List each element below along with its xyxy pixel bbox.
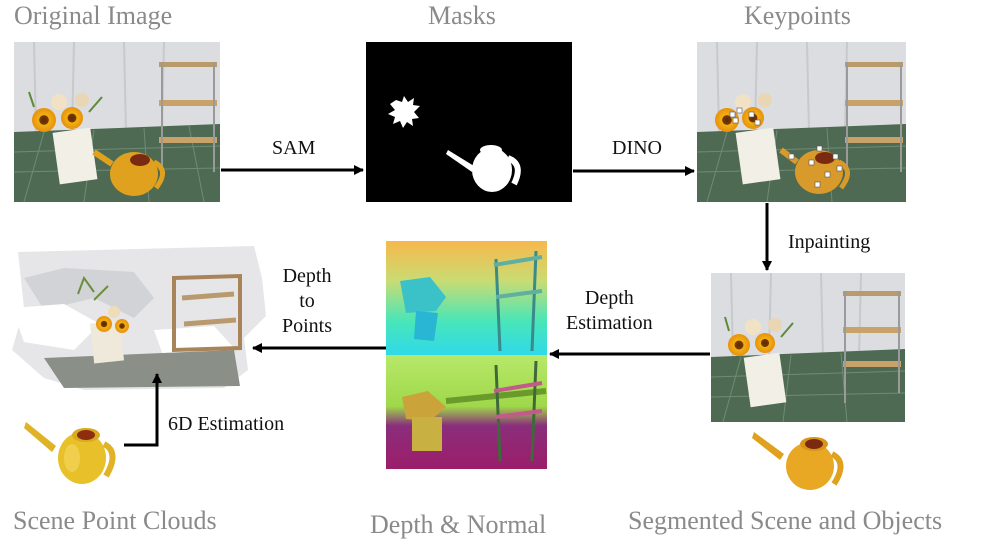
depth-normal-panel xyxy=(386,241,547,469)
label-inpainting: Inpainting xyxy=(788,231,871,253)
caption-segmented-scene-objects: Segmented Scene and Objects xyxy=(628,506,943,535)
caption-keypoints: Keypoints xyxy=(744,1,851,30)
masks-image xyxy=(366,42,572,202)
watering-can-object-left xyxy=(22,408,122,486)
watering-can-object-right xyxy=(752,422,848,492)
label-depth-to-points: Depth to Points xyxy=(282,264,332,339)
label-depth-to-points-line2: to xyxy=(299,290,315,312)
original-image-panel xyxy=(14,42,220,202)
scene-point-clouds-panel xyxy=(4,238,276,398)
masks-panel xyxy=(366,42,572,202)
label-depth-to-points-line1: Depth xyxy=(282,265,332,287)
segmented-scene-panel xyxy=(711,273,905,422)
keypoints-panel xyxy=(697,42,906,202)
label-dino: DINO xyxy=(612,137,662,159)
label-sam: SAM xyxy=(272,137,316,159)
original-image-photo xyxy=(14,42,220,202)
depth-map-image xyxy=(386,241,547,469)
watering-can-image xyxy=(24,422,116,484)
caption-depth-normal: Depth & Normal xyxy=(370,510,547,539)
label-6d-estimation: 6D Estimation xyxy=(168,413,285,435)
keypoints-image xyxy=(697,42,906,202)
scene-point-cloud-image xyxy=(12,246,266,390)
segmented-scene-image xyxy=(711,273,905,422)
caption-masks: Masks xyxy=(428,1,496,30)
label-depth-estimation-line2: Estimation xyxy=(566,312,653,334)
label-depth-estimation-line1: Depth xyxy=(584,287,634,309)
caption-original-image: Original Image xyxy=(14,1,173,30)
watering-can-image xyxy=(752,432,844,490)
caption-scene-point-clouds: Scene Point Clouds xyxy=(13,506,217,535)
label-depth-estimation: Depth Estimation xyxy=(566,286,653,336)
label-depth-to-points-line3: Points xyxy=(282,315,333,337)
